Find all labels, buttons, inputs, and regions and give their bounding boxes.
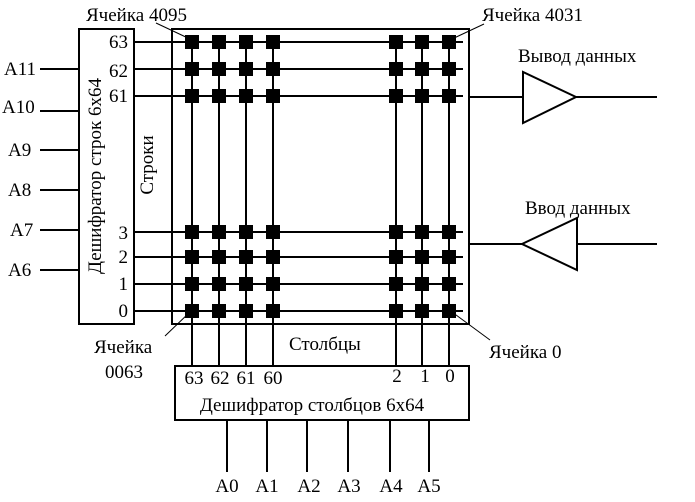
column-decoder-box xyxy=(174,365,470,421)
memory-cell xyxy=(389,277,403,291)
memory-cell xyxy=(266,62,280,76)
memory-cell xyxy=(442,304,456,318)
memory-cell xyxy=(389,89,403,103)
column-address-lines xyxy=(226,420,430,472)
address-a5-label: A5 xyxy=(417,476,440,497)
row-number-1: 1 xyxy=(119,274,129,295)
memory-cells xyxy=(185,35,456,318)
memory-cell xyxy=(389,35,403,49)
address-a0-label: A0 xyxy=(215,476,238,497)
memory-cell xyxy=(266,35,280,49)
row-number-61: 61 xyxy=(109,86,128,107)
input-buffer-triangle xyxy=(519,216,578,272)
memory-cell xyxy=(442,225,456,239)
memory-cell xyxy=(212,35,226,49)
memory-cell xyxy=(212,62,226,76)
memory-cell xyxy=(266,277,280,291)
memory-cell xyxy=(415,304,429,318)
column-decoder-title: Дешифратор столбцов 6х64 xyxy=(200,395,425,416)
column-number-62: 62 xyxy=(211,368,230,389)
address-a4-label: A4 xyxy=(379,476,403,497)
cell-0063-label-word: Ячейка xyxy=(94,337,153,358)
columns-label: Столбцы xyxy=(289,334,361,355)
memory-cell xyxy=(415,62,429,76)
memory-cell xyxy=(442,250,456,264)
leader-cell-0 xyxy=(451,311,491,341)
memory-cell xyxy=(239,277,253,291)
column-number-61: 61 xyxy=(237,368,256,389)
memory-cell xyxy=(212,250,226,264)
column-number-60: 60 xyxy=(264,368,283,389)
row-decoder-title: Дешифратор строк 6х64 xyxy=(85,78,106,274)
column-number-63: 63 xyxy=(185,368,204,389)
leader-cell-0063 xyxy=(164,311,191,337)
row-address-lines xyxy=(40,68,79,271)
memory-cell xyxy=(185,304,199,318)
column-number-0: 0 xyxy=(445,366,455,387)
leader-cell-4095 xyxy=(155,22,191,40)
memory-cell xyxy=(442,277,456,291)
memory-cell xyxy=(389,250,403,264)
memory-cell xyxy=(389,225,403,239)
address-a10-label: A10 xyxy=(2,97,35,118)
output-buffer-triangle xyxy=(522,70,579,125)
column-number-2: 2 xyxy=(392,366,402,387)
memory-cell xyxy=(239,250,253,264)
column-number-1: 1 xyxy=(420,366,430,387)
memory-cell xyxy=(239,304,253,318)
memory-cell xyxy=(266,89,280,103)
memory-cell xyxy=(212,225,226,239)
memory-cell xyxy=(185,62,199,76)
memory-cell xyxy=(239,225,253,239)
memory-cell xyxy=(266,225,280,239)
row-decoder-box xyxy=(78,28,135,325)
row-number-2: 2 xyxy=(119,247,129,268)
address-a1-label: A1 xyxy=(255,476,278,497)
memory-cell xyxy=(415,225,429,239)
address-a3-label: A3 xyxy=(337,476,360,497)
cell-4095-label: Ячейка 4095 xyxy=(86,5,187,26)
memory-cell xyxy=(442,89,456,103)
memory-cell xyxy=(239,35,253,49)
memory-cell xyxy=(415,35,429,49)
address-a2-label: A2 xyxy=(297,476,320,497)
memory-cell xyxy=(239,89,253,103)
address-a6-label: A6 xyxy=(8,260,31,281)
memory-cell xyxy=(185,250,199,264)
memory-cell xyxy=(212,277,226,291)
memory-cell xyxy=(185,277,199,291)
memory-cell xyxy=(389,62,403,76)
output-data-label: Вывод данных xyxy=(518,46,637,67)
memory-cell xyxy=(212,89,226,103)
cell-4031-label: Ячейка 4031 xyxy=(482,5,583,26)
address-a8-label: A8 xyxy=(8,180,31,201)
row-number-3: 3 xyxy=(119,223,129,244)
address-a11-label: A11 xyxy=(4,59,36,80)
memory-cell xyxy=(415,89,429,103)
rows-label: Строки xyxy=(137,135,158,194)
input-data-label: Ввод данных xyxy=(525,198,631,219)
memory-cell xyxy=(415,250,429,264)
memory-cell xyxy=(389,304,403,318)
row-number-62: 62 xyxy=(109,61,128,82)
memory-cell xyxy=(266,304,280,318)
memory-cell xyxy=(442,62,456,76)
memory-cell xyxy=(266,250,280,264)
row-number-63: 63 xyxy=(109,32,128,53)
memory-cell xyxy=(415,277,429,291)
address-a9-label: A9 xyxy=(8,140,31,161)
cell-0063-label-number: 0063 xyxy=(105,362,143,383)
memory-cell xyxy=(185,225,199,239)
address-a7-label: A7 xyxy=(10,220,33,241)
memory-matrix-box xyxy=(171,28,470,325)
leader-cell-4031 xyxy=(451,23,485,40)
row-number-0: 0 xyxy=(119,301,129,322)
memory-cell xyxy=(442,35,456,49)
memory-cell xyxy=(212,304,226,318)
memory-cell xyxy=(239,62,253,76)
memory-cell xyxy=(185,89,199,103)
cell-0-label: Ячейка 0 xyxy=(489,342,561,363)
